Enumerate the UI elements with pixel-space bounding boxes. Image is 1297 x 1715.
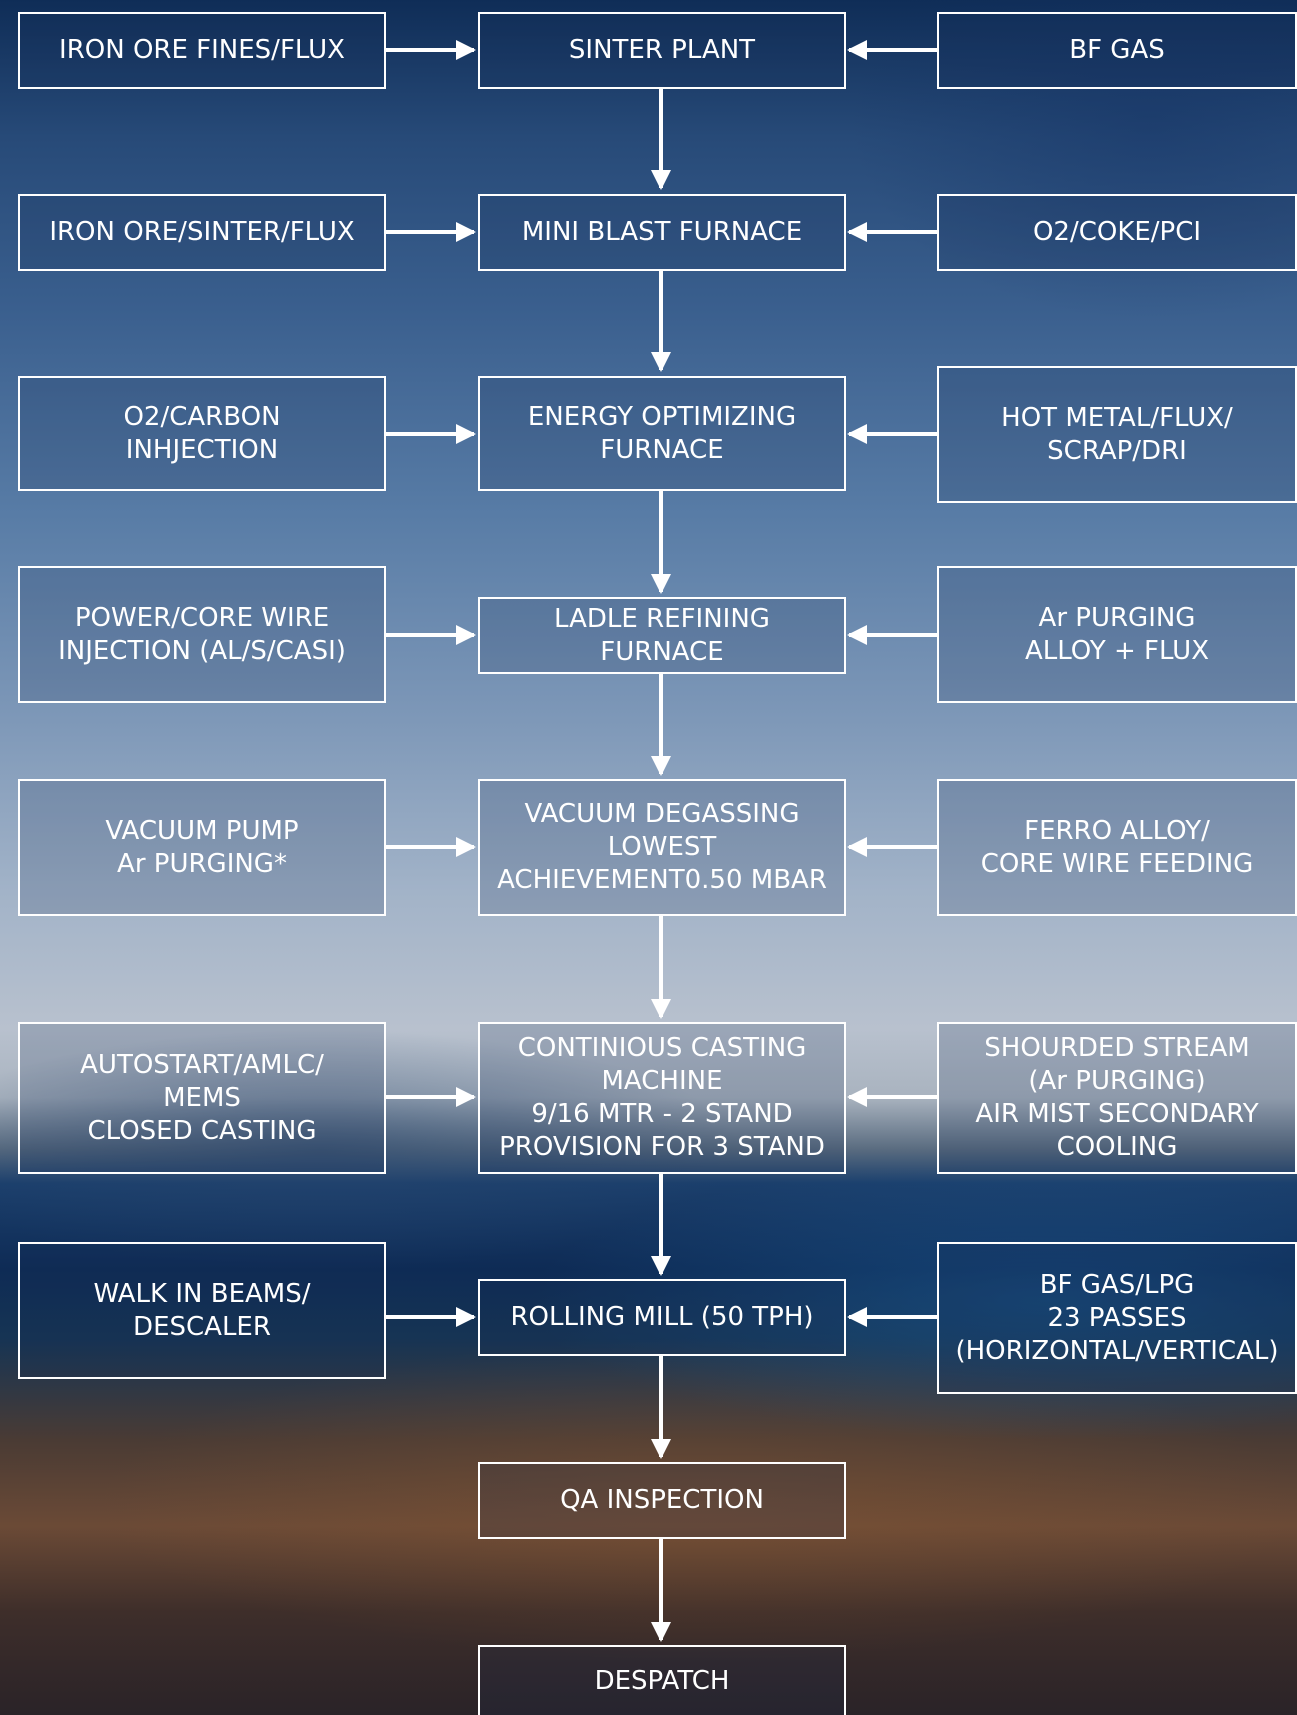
process-box: VACUUM DEGASSING LOWEST ACHIEVEMENT0.50 … (478, 779, 846, 916)
process-box: ENERGY OPTIMIZING FURNACE (478, 376, 846, 491)
input-box-right: BF GAS/LPG 23 PASSES (HORIZONTAL/VERTICA… (937, 1242, 1297, 1394)
input-box-left: O2/CARBON INHJECTION (18, 376, 386, 491)
process-box: SINTER PLANT (478, 12, 846, 89)
input-box-right: SHOURDED STREAM (Ar PURGING) AIR MIST SE… (937, 1022, 1297, 1174)
process-box: DESPATCH (478, 1645, 846, 1715)
input-box-left: WALK IN BEAMS/ DESCALER (18, 1242, 386, 1379)
input-box-right: O2/COKE/PCI (937, 194, 1297, 271)
input-box-right: HOT METAL/FLUX/ SCRAP/DRI (937, 366, 1297, 503)
input-box-right: Ar PURGING ALLOY + FLUX (937, 566, 1297, 703)
process-box: MINI BLAST FURNACE (478, 194, 846, 271)
process-box: LADLE REFINING FURNACE (478, 597, 846, 674)
process-box: QA INSPECTION (478, 1462, 846, 1539)
input-box-left: IRON ORE FINES/FLUX (18, 12, 386, 89)
process-box: ROLLING MILL (50 TPH) (478, 1279, 846, 1356)
process-box: CONTINIOUS CASTING MACHINE 9/16 MTR - 2 … (478, 1022, 846, 1174)
input-box-left: AUTOSTART/AMLC/ MEMS CLOSED CASTING (18, 1022, 386, 1174)
input-box-left: VACUUM PUMP Ar PURGING* (18, 779, 386, 916)
input-box-right: FERRO ALLOY/ CORE WIRE FEEDING (937, 779, 1297, 916)
input-box-left: IRON ORE/SINTER/FLUX (18, 194, 386, 271)
input-box-right: BF GAS (937, 12, 1297, 89)
input-box-left: POWER/CORE WIRE INJECTION (AL/S/CASI) (18, 566, 386, 703)
